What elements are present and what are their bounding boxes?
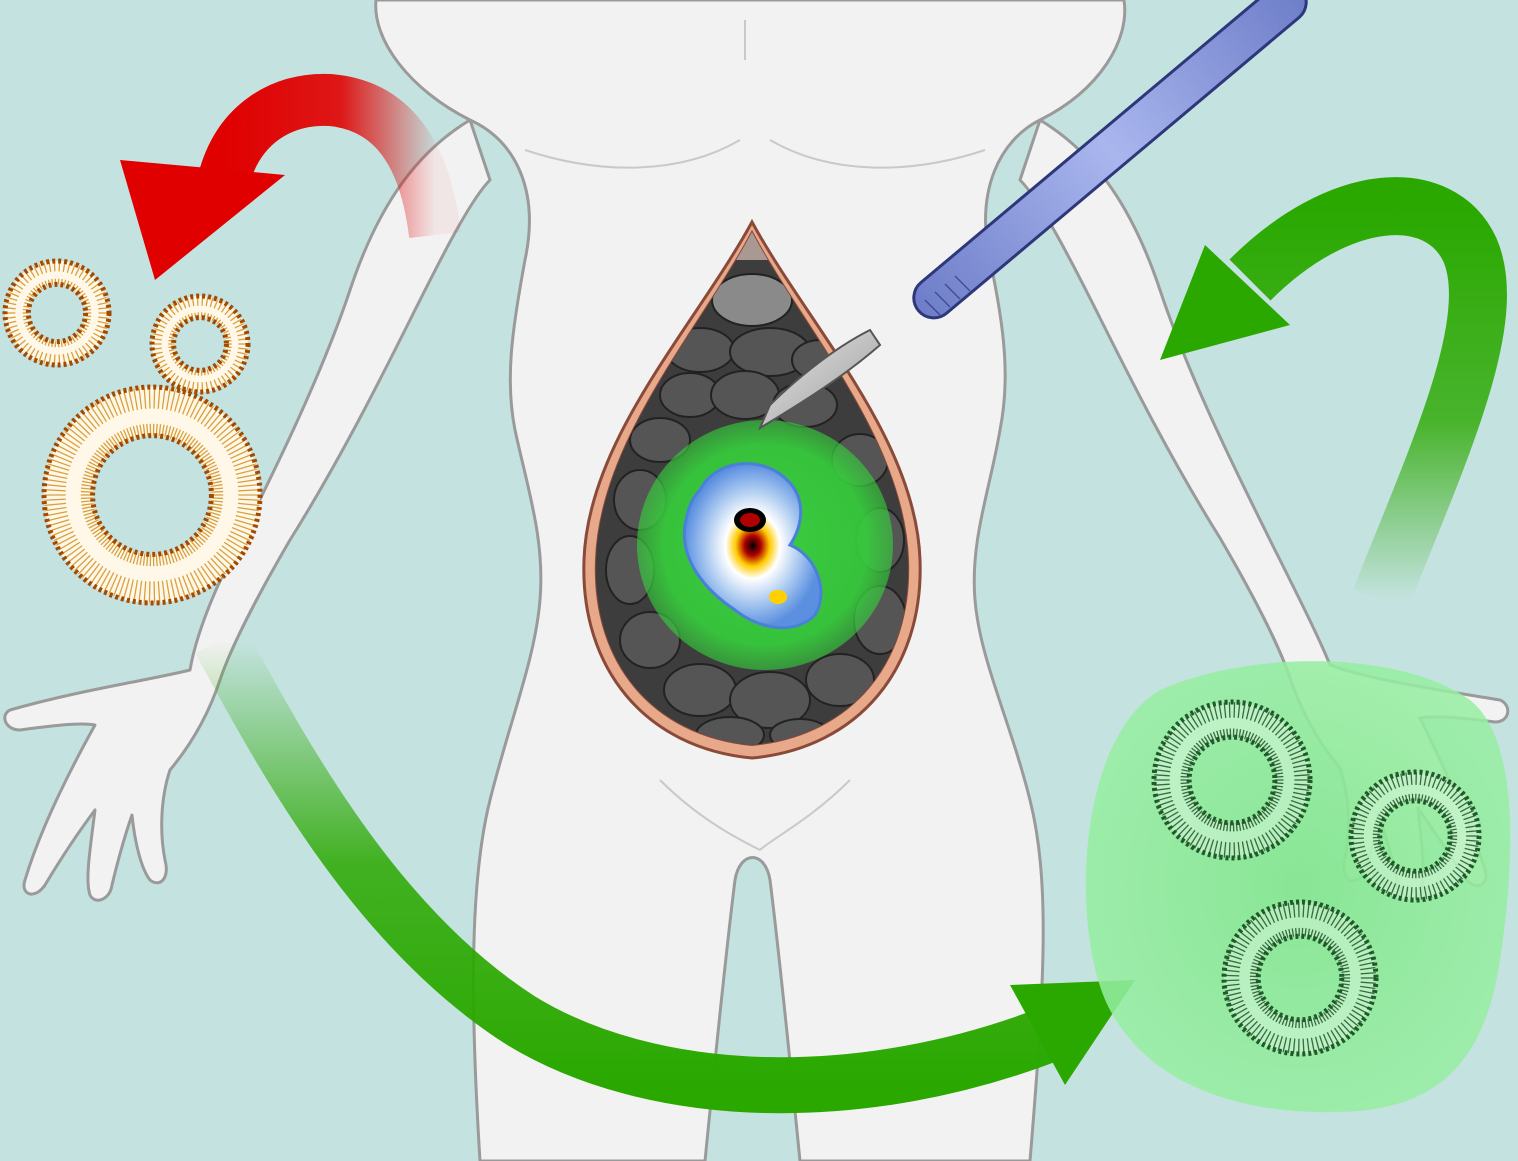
tumor-fluorescence-region [637, 420, 893, 670]
